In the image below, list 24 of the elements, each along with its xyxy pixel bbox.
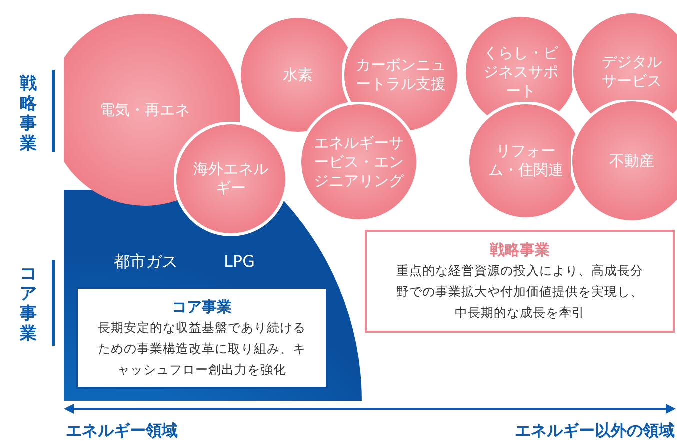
box-body: 重点的な経営資源の投入により、高成長分野での事業拡大や付加価値提供を実現し、中長期的な成長を牽引 <box>396 262 644 322</box>
bubble-label: デジタルサービス <box>601 53 663 91</box>
bubble-label: リフォーム・住関連 <box>488 142 564 180</box>
description-box <box>76 287 328 389</box>
box-body: 長期安定的な収益基盤であり続けるための事業構造改革に取り組み、キャッシュフロー創出力を強化 <box>97 318 307 378</box>
bubble <box>571 100 677 222</box>
bubble-label: くらし・ビジネスサポート <box>482 44 560 100</box>
box-heading: コア事業 <box>172 296 232 316</box>
axis-label: コア事業 <box>20 264 37 344</box>
box-heading: 戦略事業 <box>490 240 550 260</box>
axis-label: エネルギー以外の領域 <box>515 421 675 442</box>
bubble <box>299 102 419 222</box>
axis-label: エネルギー領域 <box>66 421 178 442</box>
bubble-label: 水素 <box>283 66 313 84</box>
business-label: 都市ガス <box>114 252 178 273</box>
bubble-label: 電気・再エネ <box>100 100 190 120</box>
description-box <box>365 230 675 333</box>
bubble-label: 海外エネルギー <box>192 160 270 198</box>
bubble-label: エネルギーサービス・エンジニアリング <box>313 134 406 190</box>
bubble-label: カーボンニュートラル支援 <box>355 56 447 94</box>
axis-label: 戦略事業 <box>20 74 37 154</box>
business-label: LPG <box>224 252 255 271</box>
bubble <box>64 14 240 206</box>
bubble-label: 不動産 <box>610 152 654 170</box>
